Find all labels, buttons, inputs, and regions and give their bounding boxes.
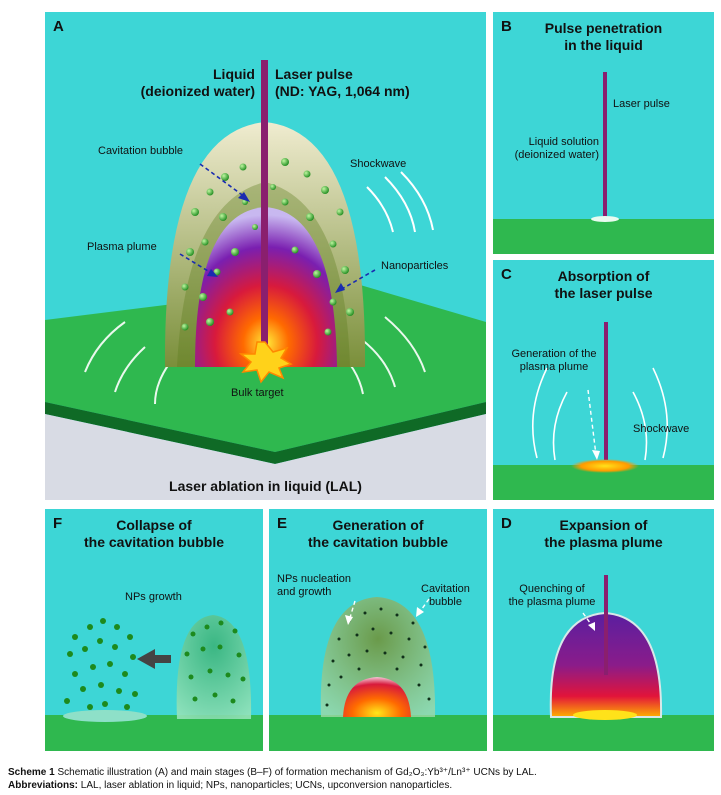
laser-beam-a <box>261 60 268 360</box>
laser-pulse-label: Laser pulse (ND: YAG, 1,064 nm) <box>275 66 410 99</box>
liquid-label: Liquid (deionized water) <box>140 66 255 99</box>
plume-base-glow <box>573 710 637 720</box>
ground-b <box>493 219 714 254</box>
nps-cloud-f <box>64 618 246 710</box>
caption-abbrev-text: LAL, laser ablation in liquid; NPs, nano… <box>80 780 453 791</box>
panel-f-title: Collapse of the cavitation bubble <box>83 517 224 550</box>
caption-line-2: Abbreviations: LAL, laser ablation in li… <box>8 779 713 792</box>
gen-arrow-c <box>587 389 597 456</box>
panel-d-title: Expansion of the plasma plume <box>544 517 663 550</box>
panel-a-letter: A <box>53 18 64 35</box>
panel-b: B Pulse penetration in the liquid Laser … <box>493 12 714 254</box>
caption-scheme-number: Scheme 1 <box>8 767 55 778</box>
shockwave-arcs-c <box>532 367 668 461</box>
ground-shockwaves <box>84 316 426 405</box>
laser-beam-b <box>603 72 607 217</box>
collapsed-base-f <box>63 710 147 722</box>
plasma-core-e <box>343 677 411 717</box>
panel-b-illustration <box>493 72 714 254</box>
panel-d: D Expansion of the plasma plume Quenchin… <box>493 509 714 751</box>
quenching-label: Quenching of the plasma plume <box>508 583 596 608</box>
panel-c: C Absorption of the laser pulse Generati… <box>493 260 714 500</box>
floor-shadow <box>45 414 486 500</box>
collapse-arrow <box>137 649 171 669</box>
shockwave-label: Shockwave <box>350 158 407 170</box>
panel-a-illustration <box>45 60 486 500</box>
caption-abbrev-label: Abbreviations: <box>8 780 79 791</box>
ground-d <box>493 715 714 751</box>
panel-c-letter: C <box>501 266 512 283</box>
bulk-target-label: Bulk target <box>231 387 284 399</box>
laser-beam-d <box>604 575 608 675</box>
caption-text: Schematic illustration (A) and main stag… <box>57 767 537 778</box>
small-bubble-f <box>176 615 252 719</box>
panel-e-letter: E <box>277 515 288 532</box>
panel-c-illustration <box>493 322 714 500</box>
panel-c-title: Absorption of the laser pulse <box>554 268 653 301</box>
panel-e-illustration <box>269 597 487 751</box>
nps-nucleation-label: NPs nucleation and growth <box>277 573 351 598</box>
laser-beam-c <box>604 322 608 460</box>
cavitation-bubble-label: Cavitation bubble <box>98 145 184 157</box>
nanoparticles-a <box>181 158 354 336</box>
panel-e-title: Generation of the cavitation bubble <box>307 517 448 550</box>
panel-b-title: Pulse penetration in the liquid <box>544 20 663 53</box>
ground-plate-edge <box>45 402 486 464</box>
panel-e: E Generation of the cavitation bubble NP… <box>269 509 487 751</box>
panel-a: A Liquid (deionized water) Laser pulse (… <box>45 12 486 500</box>
nps-growth-label: NPs growth <box>125 591 182 603</box>
shockwave-label-c: Shockwave <box>633 423 690 435</box>
panel-f-letter: F <box>53 515 63 532</box>
ground-e <box>269 715 487 751</box>
panel-f: F Collapse of the cavitation bubble NPs … <box>45 509 263 751</box>
laser-pulse-label-b: Laser pulse <box>613 98 670 110</box>
air-shockwaves <box>366 171 434 233</box>
caption-line-1: Scheme 1 Schematic illustration (A) and … <box>8 766 713 779</box>
scheme-caption: Scheme 1 Schematic illustration (A) and … <box>8 766 713 792</box>
plasma-plume-label: Plasma plume <box>87 241 157 253</box>
ground-f <box>45 715 263 751</box>
panel-b-letter: B <box>501 18 512 35</box>
panel-d-illustration <box>493 575 714 751</box>
ablation-flash <box>238 341 293 384</box>
impact-glow-b <box>591 216 619 222</box>
plasma-flash-c <box>571 459 639 473</box>
generation-plasma-label: Generation of the plasma plume <box>511 348 597 373</box>
panel-a-footer: Laser ablation in liquid (LAL) <box>169 478 362 494</box>
panel-d-letter: D <box>501 515 512 532</box>
nuclei-dots-e <box>325 607 431 707</box>
panel-f-illustration <box>45 615 263 751</box>
label-arrows-a <box>179 163 376 291</box>
nanoparticles-label: Nanoparticles <box>381 260 449 272</box>
cavitation-bubble-e <box>320 597 436 717</box>
liquid-solution-label: Liquid solution (deionized water) <box>514 136 599 161</box>
cavitation-bubble-label-e: Cavitation bubble <box>421 583 470 608</box>
